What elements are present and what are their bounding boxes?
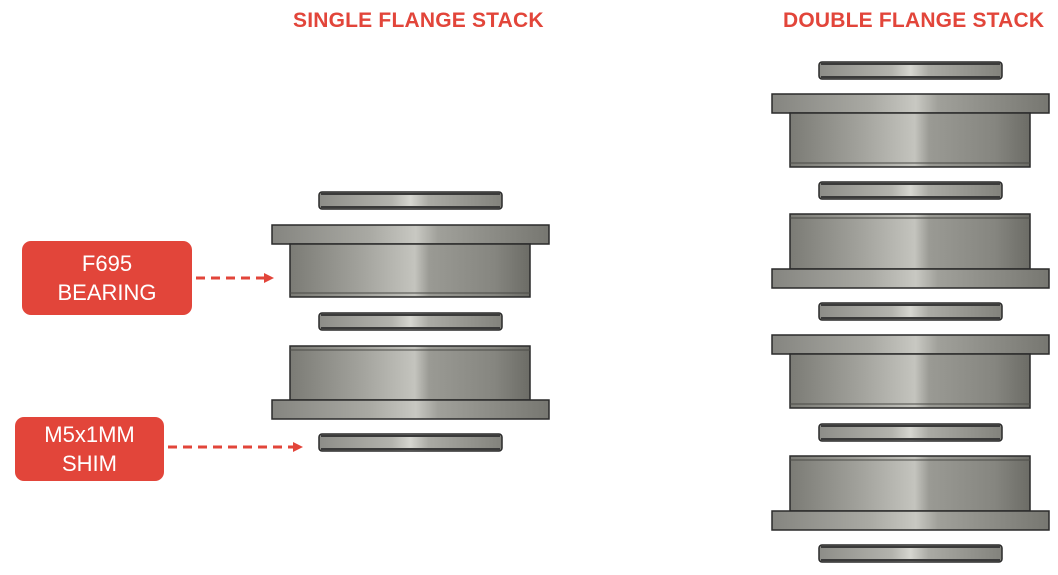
bearing-part <box>271 224 550 298</box>
bearing-callout-line1: F695 <box>81 251 133 276</box>
shim-callout: M5x1MM SHIM <box>15 417 164 481</box>
single-stack <box>271 191 550 452</box>
shim-part <box>818 61 1003 80</box>
single-flange-stack-title: SINGLE FLANGE STACK <box>293 9 544 32</box>
bearing-part <box>771 213 1050 289</box>
shim-part <box>318 433 503 452</box>
shim-callout-line1: M5x1MM <box>44 422 135 447</box>
bearing-callout-line2: BEARING <box>57 280 157 305</box>
double-stack <box>771 61 1050 563</box>
shim-part <box>318 312 503 331</box>
double-flange-stack-title: DOUBLE FLANGE STACK <box>783 9 1045 32</box>
bearing-part <box>771 334 1050 409</box>
bearing-part <box>271 345 550 420</box>
bearing-callout: F695 BEARING <box>22 241 192 315</box>
shim-part <box>318 191 503 210</box>
shim-part <box>818 302 1003 321</box>
shim-part <box>818 423 1003 442</box>
shim-part <box>818 181 1003 200</box>
shim-callout-line2: SHIM <box>62 451 117 476</box>
shim-part <box>818 544 1003 563</box>
bearing-part <box>771 93 1050 168</box>
bearing-part <box>771 455 1050 531</box>
